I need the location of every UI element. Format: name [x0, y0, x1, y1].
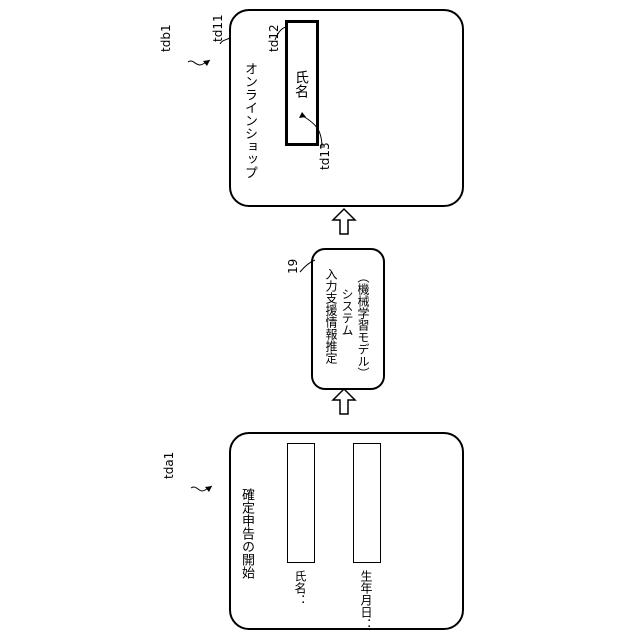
system-line-1: 入力支援情報推定 — [325, 268, 337, 364]
ref-tda1: tda1 — [163, 452, 175, 479]
tda1-leader — [191, 486, 212, 491]
tax-return-screen — [229, 432, 464, 630]
name-field[interactable] — [287, 443, 315, 563]
system-line-2: システム — [341, 288, 353, 336]
ref-td11: td11 — [212, 14, 224, 42]
up-arrow-bottom — [333, 389, 355, 414]
up-arrow-top — [333, 209, 355, 234]
tdb1-leader — [188, 60, 210, 65]
ref-19: 19 — [287, 259, 299, 274]
name-field-label: 氏名： — [294, 570, 306, 606]
online-shop-screen — [229, 9, 464, 207]
birthdate-field[interactable] — [353, 443, 381, 563]
online-shop-title: オンラインショップ — [243, 62, 256, 179]
ref-td13: td13 — [319, 142, 331, 170]
name-input-text: 氏名 — [294, 70, 308, 98]
birthdate-field-label: 生年月日： — [360, 570, 372, 630]
system-line-3: （機械学習モデル） — [357, 271, 369, 379]
ref-tdb1: tdb1 — [160, 24, 172, 52]
tax-return-title: 確定申告の開始 — [240, 488, 253, 579]
ref-td12: td12 — [268, 24, 280, 52]
